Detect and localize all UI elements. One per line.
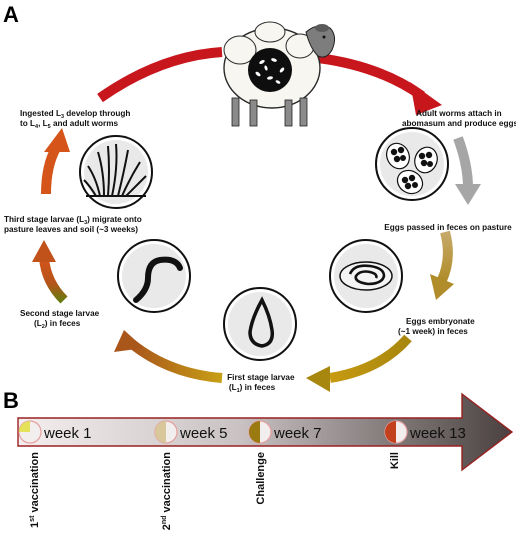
week-label: week 7 xyxy=(273,425,322,442)
grass-circle xyxy=(79,135,153,209)
panel-letter-a: A xyxy=(3,2,19,27)
larva-circle xyxy=(223,287,297,361)
worm-icon xyxy=(133,256,183,303)
caption-ingested: Ingested L3 develop through to L4, L5 an… xyxy=(20,109,133,130)
arrow-top-left xyxy=(97,47,223,103)
coiled-embryo-icon xyxy=(348,264,386,286)
embryo-egg-circle xyxy=(329,239,403,313)
week-marker: week 5 xyxy=(154,420,228,444)
caption-third-stage: Third stage larvae (L3) migrate onto pas… xyxy=(4,215,144,234)
week-marker-fill xyxy=(155,421,166,443)
sheep-illustration xyxy=(223,21,336,127)
eggs-icon xyxy=(386,142,438,195)
week-marker: week 7 xyxy=(248,420,322,444)
event-label: 2nd vaccination xyxy=(161,452,173,531)
caption-adult-worms: Adult worms attach in abomasum and produ… xyxy=(402,109,516,128)
week-label: week 1 xyxy=(43,425,92,442)
week-label: week 5 xyxy=(179,425,228,442)
event-label: Kill xyxy=(389,452,401,469)
arrow-left-upper xyxy=(41,128,70,195)
caption-first-stage: First stage larvae (L1) in feces xyxy=(227,373,297,394)
arrow-top-right xyxy=(317,53,442,115)
arrow-bottom-right xyxy=(306,334,412,392)
eggs-circle xyxy=(375,127,449,201)
worm-circle xyxy=(117,239,191,313)
week-marker-fill xyxy=(19,421,30,432)
week-marker-fill xyxy=(249,421,260,443)
week-marker: week 13 xyxy=(384,420,466,444)
arrow-bottom-left xyxy=(114,330,223,383)
larva-icon xyxy=(248,296,275,348)
caption-embryonate: Eggs embryonate (~1 week) in feces xyxy=(398,317,477,336)
week-marker: week 1 xyxy=(18,420,92,444)
arrow-right-lower xyxy=(430,230,454,300)
arrow-right-upper xyxy=(453,136,481,205)
week-label: week 13 xyxy=(409,425,466,442)
arrow-left-lower xyxy=(32,240,68,304)
timeline-markers: week 1 week 5 week 7 week 13 xyxy=(18,420,466,444)
caption-second-stage: Second stage larvae (L2) in feces xyxy=(20,309,101,330)
week-marker-fill xyxy=(385,421,396,443)
grass-icon xyxy=(83,143,147,197)
timeline-events: 1st vaccination 2nd vaccination Challenge K… xyxy=(29,452,401,531)
event-label: Challenge xyxy=(255,452,267,505)
event-label: 1st vaccination xyxy=(29,452,41,528)
panel-letter-b: B xyxy=(3,388,19,413)
caption-eggs-passed: Eggs passed in feces on pasture xyxy=(384,223,512,232)
